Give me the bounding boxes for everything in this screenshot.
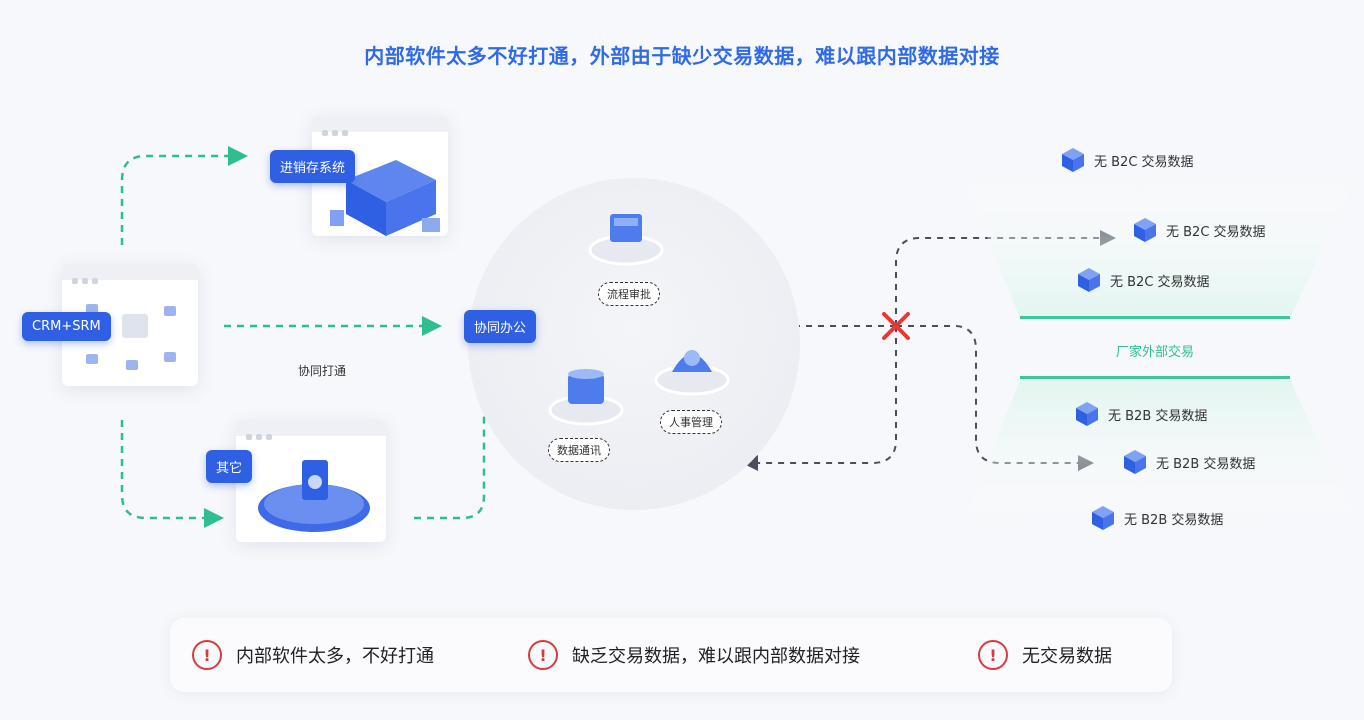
warning-icon: ! xyxy=(192,640,222,670)
database-icon xyxy=(548,369,624,426)
sync-label: 协同打通 xyxy=(298,364,347,378)
b2c-item: 无 B2C 交易数据 xyxy=(1062,148,1194,172)
issue-item: ! 内部软件太多，不好打通 xyxy=(192,640,434,670)
cube-icon xyxy=(1076,402,1098,426)
cube-icon xyxy=(1092,506,1114,530)
process-approval-pill[interactable]: 流程审批 xyxy=(598,282,660,306)
link-crm-inventory xyxy=(120,146,248,245)
link-b2c-branch xyxy=(895,230,1116,326)
other-card xyxy=(236,420,386,542)
issue-item: ! 缺乏交易数据，难以跟内部数据对接 xyxy=(528,640,860,670)
page-title: 内部软件太多不好打通，外部由于缺少交易数据，难以跟内部数据对接 xyxy=(364,44,1000,68)
data-communication-pill[interactable]: 数据通讯 xyxy=(548,438,610,462)
divider-top xyxy=(1020,316,1290,319)
b2b-item: 无 B2B 交易数据 xyxy=(1124,450,1255,474)
warning-icon: ! xyxy=(528,640,558,670)
b2c-item: 无 B2C 交易数据 xyxy=(1078,268,1210,292)
link-other-hub xyxy=(414,358,494,520)
funnel-background xyxy=(960,170,1360,530)
inventory-system-tag[interactable]: 进销存系统 xyxy=(270,150,356,183)
cube-icon xyxy=(1062,148,1084,172)
process-icon xyxy=(588,214,664,266)
divider-bottom xyxy=(1020,376,1290,379)
warehouse-icon xyxy=(330,160,440,236)
platform-icon xyxy=(258,460,370,532)
b2b-item: 无 B2B 交易数据 xyxy=(1076,402,1207,426)
inventory-card xyxy=(312,116,448,236)
b2c-item: 无 B2C 交易数据 xyxy=(1134,218,1266,242)
link-crm-other xyxy=(120,420,224,528)
cube-icon xyxy=(1078,268,1100,292)
issue-item: ! 无交易数据 xyxy=(978,640,1112,670)
hr-management-pill[interactable]: 人事管理 xyxy=(660,410,722,434)
people-icon xyxy=(654,350,730,396)
network-icon xyxy=(86,304,176,370)
cube-icon xyxy=(1134,218,1156,242)
link-hub-lower xyxy=(742,326,897,471)
other-tag[interactable]: 其它 xyxy=(206,450,253,483)
cube-icon xyxy=(1124,450,1146,474)
blocked-x-icon xyxy=(882,312,910,340)
warning-icon: ! xyxy=(978,640,1008,670)
collaboration-hub-tag[interactable]: 协同办公 xyxy=(464,310,537,343)
b2b-item: 无 B2B 交易数据 xyxy=(1092,506,1223,530)
crm-srm-tag[interactable]: CRM+SRM xyxy=(22,312,111,341)
factory-external-trade-label: 厂家外部交易 xyxy=(1115,345,1194,360)
